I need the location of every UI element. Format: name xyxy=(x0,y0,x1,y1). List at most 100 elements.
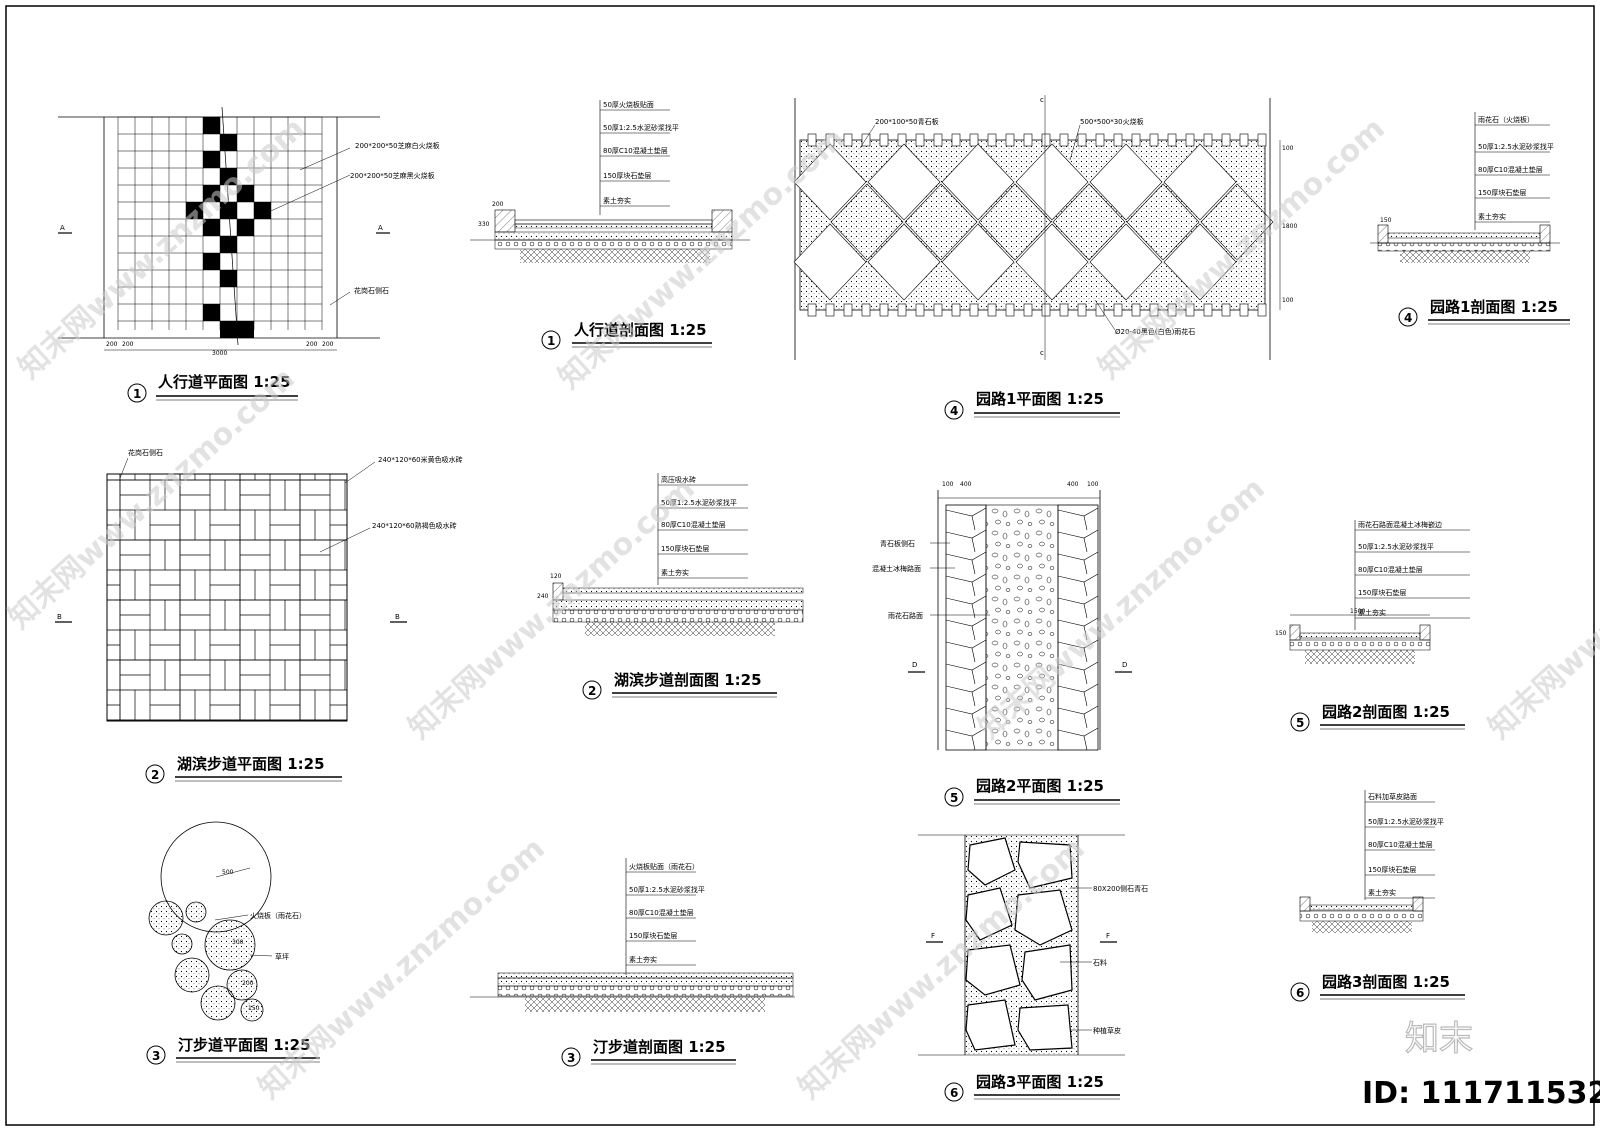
dim-height: 240 xyxy=(537,593,549,600)
label-curb: 花岗石侧石 xyxy=(128,448,163,457)
dim-smallest: 150 xyxy=(248,1005,260,1012)
layer-label: 石料加草皮路面 xyxy=(1368,792,1417,801)
panel-lakeside-plan: 花岗石侧石 240*120*60米黄色吸水砖 240*120*60熟褐色吸水砖 … xyxy=(55,448,463,784)
layer-label: 素土夯实 xyxy=(629,955,657,964)
panel-number: 6 xyxy=(1296,986,1304,1000)
panel-path2-section: 雨花石路面混凝土冰梅嵌边50厚1:2.5水泥砂浆找平80厚C10混凝土垫层150… xyxy=(1275,520,1470,732)
section-mark-left: F xyxy=(931,932,935,940)
layer-label: 80厚C10混凝土垫层 xyxy=(1478,165,1543,174)
dim-height: 150 xyxy=(1380,217,1392,224)
layer-label: 150厚块石垫层 xyxy=(1478,188,1526,197)
panel-path3-plan: 80X200侧石青石 石料 种植草皮 F F 6 园路3平面图 1:25 xyxy=(918,834,1148,1102)
dim-small: 200 xyxy=(242,980,254,987)
dim-2: 400 xyxy=(960,481,972,488)
watermark-id: ID: 1117115321 xyxy=(1362,1076,1600,1111)
dim-width: 1500 xyxy=(1350,608,1365,615)
panel-number: 5 xyxy=(1296,716,1304,730)
panel-title: 园路3剖面图 1:25 xyxy=(1322,973,1450,991)
panel-sidewalk-section: 50厚火烧板贴面50厚1:2.5水泥砂浆找平80厚C10混凝土垫层150厚块石垫… xyxy=(470,100,750,350)
label-curb: 80X200侧石青石 xyxy=(1093,884,1148,893)
panel-number: 1 xyxy=(133,387,141,401)
layer-label: 150厚块石垫层 xyxy=(1358,588,1406,597)
dim-4: 100 xyxy=(1087,481,1099,488)
panel-number: 5 xyxy=(950,791,958,805)
section-mark-right: D xyxy=(1122,661,1127,669)
layer-label: 50厚1:2.5水泥砂浆找平 xyxy=(603,123,679,132)
dim-top: 100 xyxy=(1282,145,1294,152)
label-bluestone: 200*100*50青石板 xyxy=(875,117,939,126)
label-curb: 花岗石侧石 xyxy=(354,286,389,295)
label-fire-paver: 火烧板（雨花石） xyxy=(250,911,306,920)
svg-text:c: c xyxy=(1040,96,1044,104)
layer-label: 80厚C10混凝土垫层 xyxy=(603,146,668,155)
label-white-paver: 200*200*50芝麻白火烧板 xyxy=(355,141,440,150)
layer-label: 150厚块石垫层 xyxy=(661,544,709,553)
panel-number: 6 xyxy=(950,1086,958,1100)
panel-number: 1 xyxy=(547,334,555,348)
section-mark-left: A xyxy=(60,224,65,232)
panel-number: 4 xyxy=(950,404,958,418)
layer-label: 素土夯实 xyxy=(1358,608,1386,617)
label-brown-brick: 240*120*60熟褐色吸水砖 xyxy=(372,521,457,530)
layer-label: 50厚1:2.5水泥砂浆找平 xyxy=(629,885,705,894)
layer-label: 80厚C10混凝土垫层 xyxy=(629,908,694,917)
section-mark-right: B xyxy=(395,613,400,621)
layer-label: 素土夯实 xyxy=(1478,212,1506,221)
panel-title: 人行道平面图 1:25 xyxy=(158,373,291,391)
layer-label: 素土夯实 xyxy=(661,568,689,577)
layer-label: 150厚块石垫层 xyxy=(1368,865,1416,874)
label-bluestone-curb: 青石板侧石 xyxy=(880,539,915,548)
dim-2: 200 xyxy=(122,341,134,348)
label-turf: 种植草皮 xyxy=(1093,1026,1121,1035)
panel-number: 3 xyxy=(152,1049,160,1063)
label-fire-paver: 500*500*30火烧板 xyxy=(1080,117,1144,126)
layer-label: 50厚1:2.5水泥砂浆找平 xyxy=(1358,542,1434,551)
layer-label: 50厚火烧板贴面 xyxy=(603,100,654,109)
layer-label: 素土夯实 xyxy=(1368,888,1396,897)
panel-title: 园路3平面图 1:25 xyxy=(976,1073,1104,1091)
panel-title: 汀步道剖面图 1:25 xyxy=(593,1038,726,1056)
dim-4: 200 xyxy=(322,341,334,348)
sheet-border xyxy=(5,5,1595,1126)
layer-label: 素土夯实 xyxy=(603,196,631,205)
panel-path3-section: 石料加草皮路面 50厚1:2.5水泥砂浆找平 80厚C10混凝土垫层 150厚块石垫层… xyxy=(1290,790,1465,1002)
layer-label: 80厚C10混凝土垫层 xyxy=(661,520,726,529)
dim-height: 150 xyxy=(1275,630,1287,637)
panel-stepping-plan: 500 300 200 150 火烧板（雨花石） 草坪 3 汀步道平面图 1:2… xyxy=(146,821,320,1065)
panel-title: 园路1平面图 1:25 xyxy=(976,390,1104,408)
dim-1: 100 xyxy=(942,481,954,488)
layer-label: 雨花石路面混凝土冰梅嵌边 xyxy=(1358,520,1442,529)
panel-title: 园路2平面图 1:25 xyxy=(976,777,1104,795)
dim-curb: 120 xyxy=(550,573,562,580)
panel-title: 湖滨步道平面图 1:25 xyxy=(177,755,325,773)
layer-label: 雨花石（火烧板） xyxy=(1478,115,1534,124)
svg-text:c: c xyxy=(1040,349,1044,357)
panel-path2-plan: 100 400 400 100 青石板侧石 混凝土冰梅路面 雨花石路面 D D … xyxy=(872,481,1132,807)
panel-title: 湖滨步道剖面图 1:25 xyxy=(614,671,762,689)
dim-mid: 300 xyxy=(232,939,244,946)
watermark-logo: 知末 xyxy=(1405,1019,1473,1059)
label-stone: 石料 xyxy=(1093,958,1107,967)
layer-label: 50厚1:2.5水泥砂浆找平 xyxy=(1478,142,1554,151)
layer-label: 50厚1:2.5水泥砂浆找平 xyxy=(1368,817,1444,826)
panel-sidewalk-plan: A A 200*200*50芝麻白火烧板 200*200*50芝麻黑火烧板 花岗… xyxy=(58,106,440,403)
panel-number: 2 xyxy=(588,684,596,698)
layer-label: 80厚C10混凝土垫层 xyxy=(1368,840,1433,849)
panel-lakeside-section: 高压吸水砖 50厚1:2.5水泥砂浆找平 80厚C10混凝土垫层 150厚块石垫层素土… xyxy=(537,473,804,700)
label-ice-plum: 混凝土冰梅路面 xyxy=(872,564,921,573)
layer-label: 火烧板贴面（雨花石） xyxy=(629,862,699,871)
dim-mid: 1800 xyxy=(1282,223,1297,230)
dim-3: 400 xyxy=(1067,481,1079,488)
section-mark-left: B xyxy=(57,613,62,621)
label-black-paver: 200*200*50芝麻黑火烧板 xyxy=(350,171,435,180)
label-lawn: 草坪 xyxy=(275,952,289,961)
section-mark-right: A xyxy=(378,224,383,232)
dim-large: 500 xyxy=(222,869,234,876)
layer-label: 50厚1:2.5水泥砂浆找平 xyxy=(661,498,737,507)
panel-path1-plan: c c 100 1800 100 200*100*50青石板 500*500*3… xyxy=(793,95,1297,420)
layer-label: 高压吸水砖 xyxy=(661,475,696,484)
panel-number: 3 xyxy=(567,1051,575,1065)
dim-height: 330 xyxy=(478,221,490,228)
watermark-7: 知末网www.znzmo.com xyxy=(1482,471,1600,746)
panel-number: 2 xyxy=(151,768,159,782)
